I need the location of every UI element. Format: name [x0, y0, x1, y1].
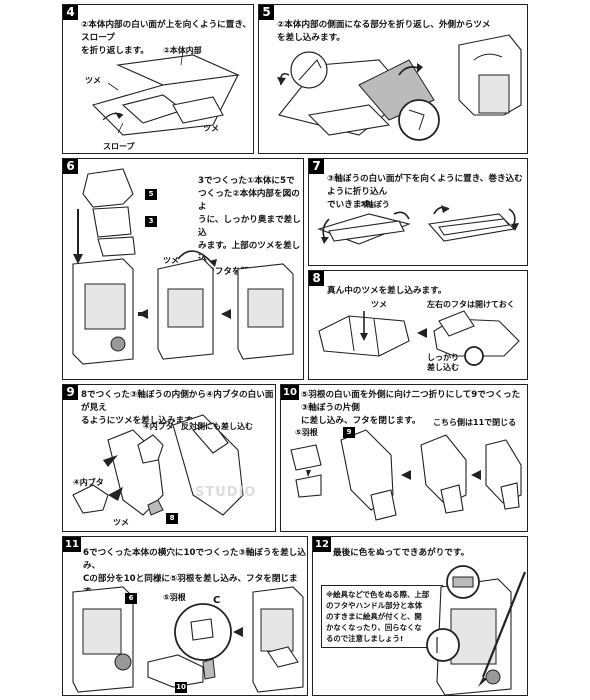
label-tab: ツメ: [85, 76, 101, 85]
instruction-text: ②本体内部の白い面が上を向くように置き、スロープ を折り返します。: [81, 20, 251, 56]
label-c: C: [213, 595, 221, 606]
label-axis: ③軸ぼう: [359, 200, 390, 209]
label-wing: ⑤羽根: [163, 593, 186, 602]
insert-tab-illustration: [318, 310, 520, 366]
caution-note: ※絵具などで色をぬる際、上部 のフタやハンドル部分と本体 のすきまに絵具が付くと…: [321, 585, 443, 648]
instruction-text: ③軸ぼうの白い面が下を向くように置き、巻き込むように折り込ん でいきます。: [327, 174, 523, 210]
step-12-panel: 12 最後に色をぬってできあがりです。 ※絵具などで色をぬる際、上部 のフタやハ…: [312, 536, 528, 696]
step-5-panel: 5 ②本体内部の側面になる部分を折り返し、外側からツメ を差し込みます。: [258, 4, 528, 154]
step-4-panel: 4 ②本体内部の白い面が上を向くように置き、スロープ を折り返します。 ②本体内…: [62, 4, 254, 154]
label-wing: ⑤羽根: [295, 428, 318, 437]
label-inner-lid: ④内ブタ: [73, 478, 104, 487]
watermark: STUDIO: [195, 485, 257, 500]
step-8-panel: 8 真ん中のツメを差し込みます。 ツメ 左右のフタは開けておく しっかり 差し込…: [308, 270, 528, 380]
step-ref-5: 5: [145, 189, 157, 200]
step-number: 5: [259, 5, 274, 20]
label-tab: ツメ: [113, 518, 129, 527]
wing-insert-illustration: [290, 429, 522, 521]
step-ref-6: 6: [125, 593, 137, 604]
roll-axis-illustration: [317, 205, 519, 245]
step-number: 8: [309, 271, 324, 286]
step-11-panel: 11 6でつくった本体の横穴に10でつくった③軸ぼうを差し込み、 Cの部分を10…: [62, 536, 308, 696]
step-number: 9: [63, 385, 78, 400]
step-ref-10: 10: [175, 682, 187, 693]
label-tab: ツメ: [163, 256, 179, 265]
insert-interior-illustration: [72, 168, 294, 365]
step-number: 4: [63, 5, 78, 20]
label-slope: スロープ: [103, 142, 135, 151]
instruction-text: 8でつくった③軸ぼうの内側から④内ブタの白い面が見え るようにツメを差し込みます…: [81, 390, 274, 426]
step-6-panel: 6 3でつくった①本体に5で つくった②本体内部を図のよ うに、しっかり奥まで差…: [62, 158, 304, 380]
label-inner-lid: ④内ブタ: [143, 422, 174, 431]
side-fold-illustration: [277, 34, 522, 141]
label-insert-opposite: 反対側にも差し込む: [181, 422, 253, 431]
step-number: 12: [313, 537, 331, 552]
instruction-text: ⑤羽根の白い面を外側に向け二つ折りにして9でつくった③軸ぼうの片側 に差し込み、…: [301, 390, 521, 426]
label-close-later: こちら側は11で閉じる: [433, 418, 517, 427]
instruction-text: ②本体内部の側面になる部分を折り返し、外側からツメ を差し込みます。: [277, 20, 491, 43]
label-insert-firmly: しっかり 差し込む: [427, 353, 459, 372]
instruction-text: 真ん中のツメを差し込みます。: [327, 286, 447, 296]
finished-painting-illustration: [426, 565, 527, 695]
attach-axis-illustration: [72, 586, 304, 693]
step-9-panel: 9 8でつくった③軸ぼうの内側から④内ブタの白い面が見え るようにツメを差し込み…: [62, 384, 276, 532]
step-ref-9: 9: [343, 427, 355, 438]
label-keep-lids-open: 左右のフタは開けておく: [427, 300, 515, 309]
label-tab: ツメ: [203, 124, 219, 133]
step-ref-8: 8: [166, 513, 178, 524]
step-10-panel: 10 ⑤羽根の白い面を外側に向け二つ折りにして9でつくった③軸ぼうの片側 に差し…: [280, 384, 528, 532]
step-number: 7: [309, 159, 324, 174]
step-ref-3: 3: [145, 216, 157, 227]
label-tab: ツメ: [371, 300, 387, 309]
instruction-text: 最後に色をぬってできあがりです。: [333, 548, 470, 558]
slope-folding-illustration: [91, 49, 241, 136]
step-number: 6: [63, 159, 78, 174]
inner-lid-illustration: [72, 414, 244, 516]
label-body-interior: ②本体内部: [163, 46, 202, 55]
step-7-panel: 7 ③軸ぼうの白い面が下を向くように置き、巻き込むように折り込ん でいきます。 …: [308, 158, 528, 266]
step-number: 10: [281, 385, 299, 400]
step-number: 11: [63, 537, 81, 552]
